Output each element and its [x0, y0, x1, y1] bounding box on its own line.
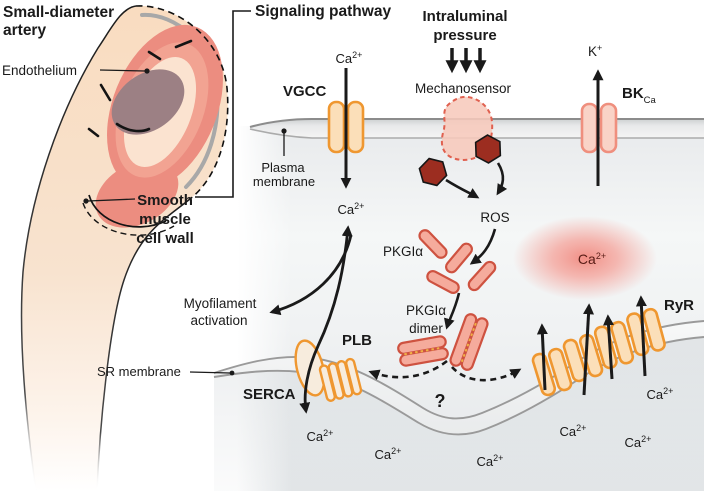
smooth-muscle-label-1: Smooth [137, 192, 193, 209]
pkgi-monomers [418, 229, 497, 294]
intraluminal-pressure-label-2: pressure [433, 27, 496, 44]
pkgi-monomer-label: PKGIα [383, 244, 423, 259]
artery-texture-dashes [87, 39, 193, 138]
ca-ion-label-sr-3: Ca2+ [477, 453, 504, 469]
artery-lumen-deep [111, 69, 185, 135]
arrow-hexagon1-to-ros [445, 178, 480, 199]
artery-right-edge [96, 198, 191, 491]
pointer-smooth-muscle [83, 198, 136, 204]
bkca-label: BKCa [622, 85, 657, 106]
intraluminal-pressure-arrows [445, 48, 487, 74]
ryr-label: RyR [664, 297, 694, 314]
artery-title: Small-diameter [3, 4, 114, 21]
serca-label: SERCA [243, 386, 296, 403]
myofilament-label-1: Myofilament [184, 296, 257, 311]
calcium-spark-cloud [513, 216, 657, 300]
pkgi-dimer-label-1: PKGIα [406, 303, 446, 318]
ca-ion-label-sr-4: Ca2+ [560, 423, 587, 439]
ca-ion-label-ryr: Ca2+ [647, 386, 674, 402]
ca-ion-label-cloud: Ca2+ [578, 251, 606, 267]
artery-title-line2: artery [3, 22, 46, 39]
question-mark: ? [435, 391, 446, 411]
myofilament-label-2: activation [190, 313, 247, 328]
sr-lumen-shading [214, 337, 704, 491]
ca-ion-label-cytosol: Ca2+ [338, 201, 365, 217]
k-ion-label: K+ [588, 43, 602, 59]
ros-hexagon-1 [418, 157, 448, 187]
intraluminal-pressure-label-1: Intraluminal [422, 8, 507, 25]
ros-label: ROS [480, 210, 509, 225]
vgcc-channel [327, 100, 365, 154]
arrow-hexagon2-to-ros [496, 162, 508, 196]
pointer-plasma-membrane [281, 128, 287, 156]
plb-label: PLB [342, 332, 372, 349]
artery-dashed-outline [135, 5, 229, 200]
pkgi-dimer-horizontal [397, 335, 449, 367]
artery-cut-line [88, 194, 167, 228]
plb-pentamer [318, 357, 363, 402]
vgcc-label: VGCC [283, 83, 327, 100]
artery-muscle-cut [95, 160, 179, 228]
ca-ion-label-extracellular: Ca2+ [336, 50, 363, 66]
artery-illustration [20, 5, 229, 491]
dashed-arrow-dimer-to-ryr [451, 366, 522, 382]
mechanosensor-label: Mechanosensor [415, 81, 512, 96]
endothelium-label: Endothelium [2, 63, 77, 78]
arrow-pkgi-to-dimer [443, 292, 461, 330]
signaling-pathway-title: Signaling pathway [255, 3, 391, 20]
pkgi-dimer-label-2: dimer [409, 321, 443, 336]
plasma-membrane-label-2: membrane [253, 174, 315, 189]
arrows-ryr-release [536, 295, 647, 396]
sr-membrane-label: SR membrane [97, 364, 181, 379]
ca-ion-label-sr-2: Ca2+ [375, 446, 402, 462]
arrow-ca-serca-bidirectional [299, 225, 353, 414]
ros-hexagon-2 [474, 134, 502, 164]
bracket-smooth-muscle-to-pathway [195, 10, 251, 198]
arrow-ros-to-pkgi [469, 228, 497, 265]
artery-left-edge [20, 5, 137, 491]
smooth-muscle-label-3: cell wall [136, 230, 194, 247]
pointer-sr-membrane [189, 370, 235, 376]
ca-ion-label-sr-1: Ca2+ [307, 428, 334, 444]
smooth-muscle-label-2: muscle [139, 211, 191, 228]
pkgi-dimer-tilted [449, 313, 489, 371]
artery-cut-line-dashed [82, 202, 175, 236]
pointer-endothelium [99, 68, 150, 74]
ca-ion-label-sr-5: Ca2+ [625, 434, 652, 450]
plasma-membrane-label-1: Plasma [261, 160, 305, 175]
